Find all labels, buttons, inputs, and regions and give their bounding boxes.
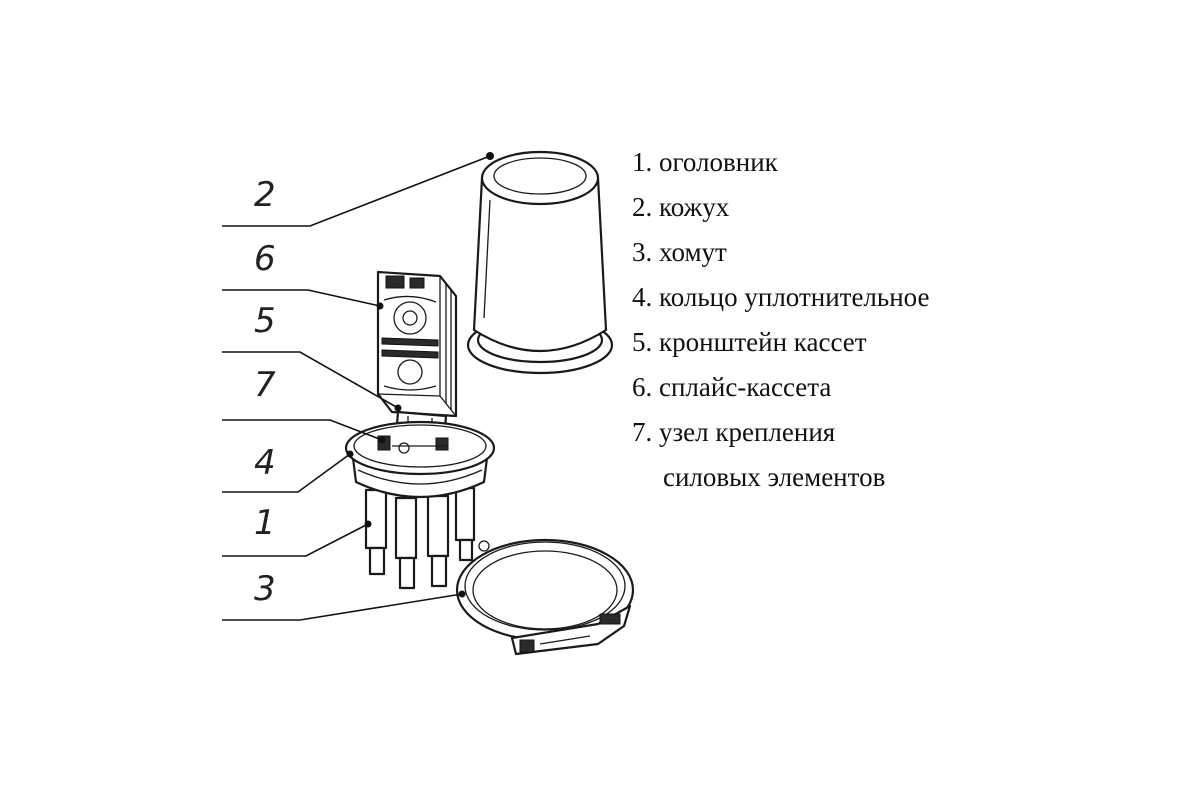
svg-text:4: 4	[254, 443, 276, 483]
clamp-ring	[455, 538, 635, 656]
parts-legend: 1. оголовник 2. кожух 3. хомут 4. кольцо…	[632, 140, 1152, 500]
callout-1: 1	[222, 503, 372, 557]
svg-text:3: 3	[254, 569, 276, 609]
callout-3: 3	[222, 569, 466, 621]
legend-item-7: 7. узел крепления	[632, 417, 836, 447]
callout-2: 2	[222, 152, 494, 227]
legend-item-3: 3. хомут	[632, 237, 727, 267]
svg-text:6: 6	[254, 239, 276, 279]
svg-text:1: 1	[254, 503, 276, 543]
legend-item-5: 5. кронштейн кассет	[632, 327, 867, 357]
svg-text:2: 2	[254, 175, 276, 215]
svg-text:5: 5	[254, 301, 276, 341]
base-with-ports	[344, 420, 496, 590]
legend-item-2: 2. кожух	[632, 192, 730, 222]
callout-7: 7	[222, 365, 386, 444]
callout-6: 6	[222, 239, 384, 310]
legend-item-1: 1. оголовник	[632, 147, 778, 177]
callout-4: 4	[222, 443, 354, 493]
callout-5: 5	[222, 301, 402, 412]
splice-cassette	[376, 270, 458, 418]
legend-item-7-continuation: силовых элементов	[663, 462, 886, 492]
legend-item-6: 6. сплайс-кассета	[632, 372, 832, 402]
svg-text:7: 7	[254, 365, 276, 405]
dome-cover	[466, 150, 614, 375]
legend-item-4: 4. кольцо уплотнительное	[632, 282, 930, 312]
